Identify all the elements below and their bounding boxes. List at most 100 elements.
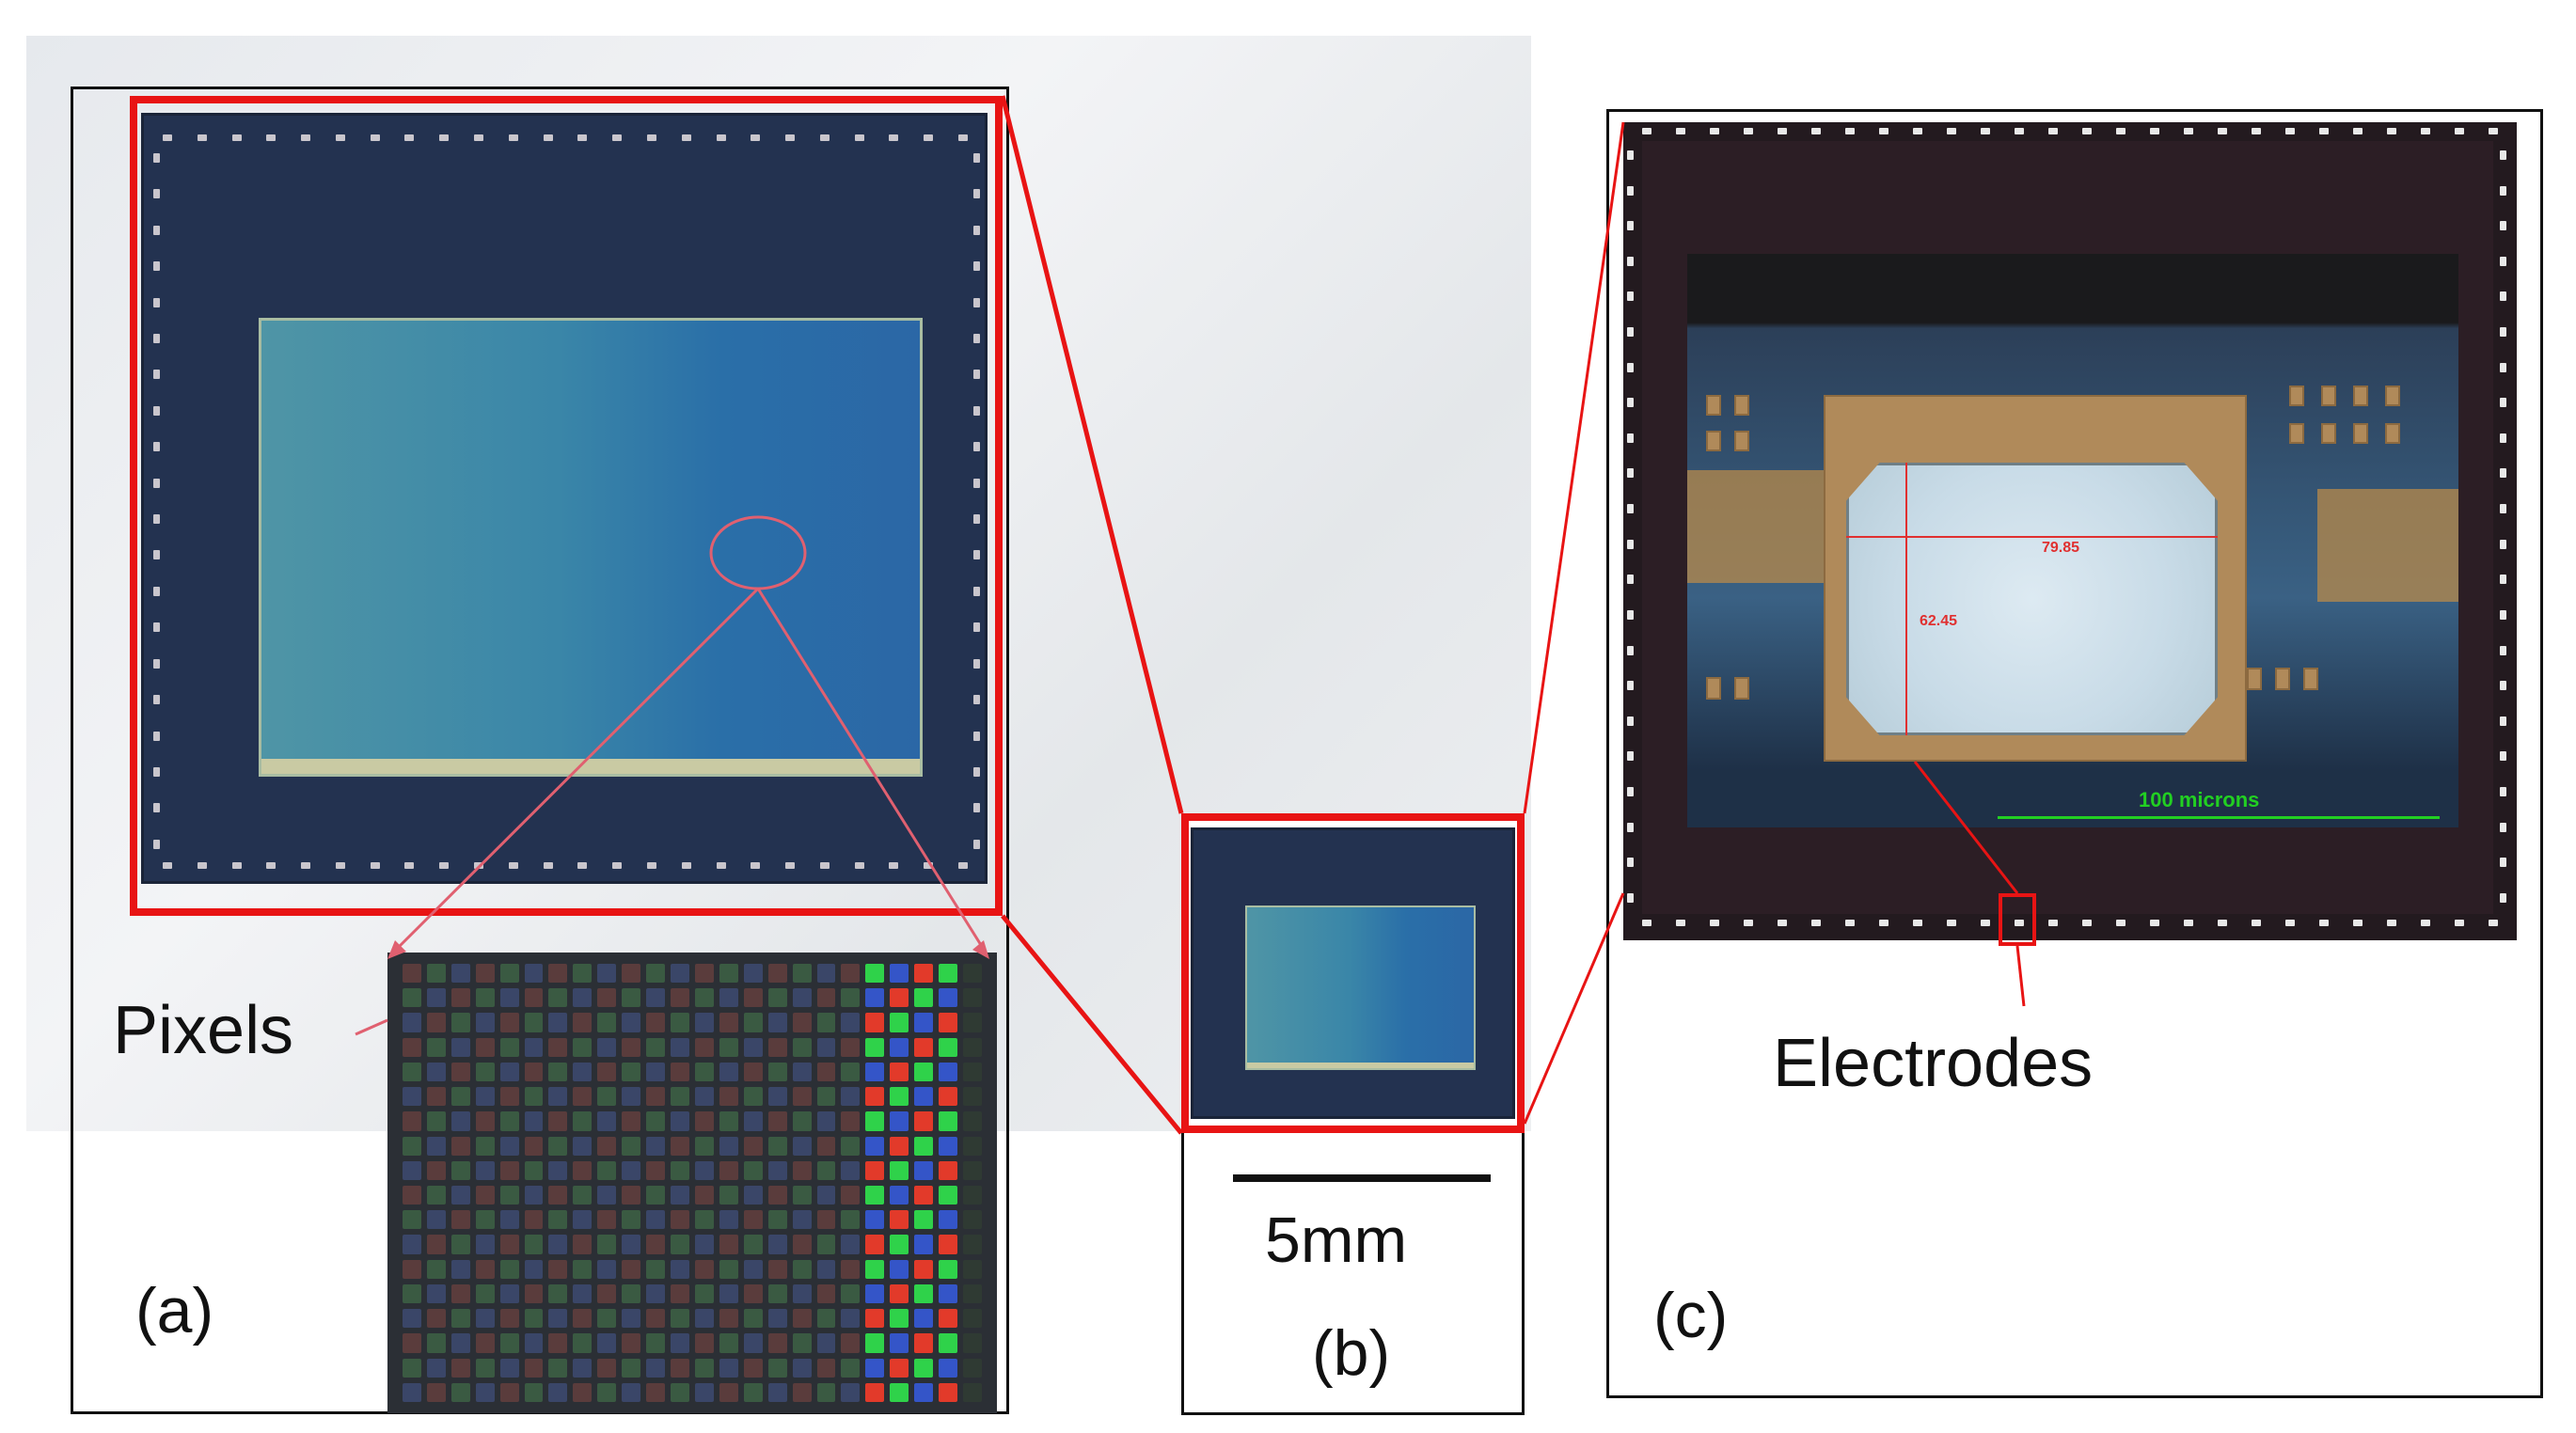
- pixel-cell: [403, 1185, 421, 1205]
- pixel-cell: [694, 1333, 714, 1353]
- pixel-cell: [646, 1185, 666, 1205]
- pixel-cell: [573, 1333, 593, 1353]
- pixel-cell: [426, 1309, 446, 1329]
- pixel-cell: [671, 1185, 689, 1205]
- pixel-cell: [671, 1136, 689, 1156]
- pixel-cell: [499, 1111, 519, 1131]
- pixel-cell: [597, 1358, 617, 1378]
- pixel-cell: [524, 1333, 544, 1353]
- pixel-cell: [597, 1309, 617, 1329]
- pixel-cell: [694, 1136, 714, 1156]
- pixel-cell: [622, 964, 641, 984]
- pixel-cell: [914, 1136, 934, 1156]
- pixel-cell: [914, 1111, 934, 1131]
- pixel-cell: [792, 964, 812, 984]
- pixel-cell: [914, 1160, 934, 1180]
- pixel-cell: [841, 1160, 861, 1180]
- pixel-cell: [573, 1235, 593, 1254]
- pixel-cell: [841, 1309, 861, 1329]
- pixel-cell: [450, 1087, 470, 1107]
- pixel-cell: [403, 1136, 421, 1156]
- pixel-cell: [792, 1259, 812, 1279]
- pixel-cell: [403, 964, 421, 984]
- pixel-cell: [816, 1037, 836, 1057]
- pixel-cell: [841, 964, 861, 984]
- pixel-cell: [865, 1235, 885, 1254]
- pixel-cell: [841, 1210, 861, 1230]
- pixel-cell: [694, 1062, 714, 1082]
- pixel-cell: [719, 1111, 738, 1131]
- sensor-package: [141, 113, 988, 884]
- pixel-cell: [767, 1111, 787, 1131]
- pixel-cell: [841, 1111, 861, 1131]
- pixel-cell: [841, 1235, 861, 1254]
- pixel-cell: [963, 1062, 982, 1082]
- pixel-cell: [719, 988, 738, 1008]
- pixel-cell: [694, 1259, 714, 1279]
- pixel-cell: [939, 1160, 958, 1180]
- pixel-cell: [890, 1013, 909, 1032]
- pixel-cell: [719, 1013, 738, 1032]
- pixel-cell: [403, 1013, 421, 1032]
- zoom-circle: [709, 515, 807, 591]
- pixel-cell: [450, 964, 470, 984]
- pixel-cell: [671, 1382, 689, 1402]
- pixel-cell: [719, 1358, 738, 1378]
- pixel-cell: [499, 1358, 519, 1378]
- measure-label-horizontal: 79.85: [2042, 540, 2080, 556]
- pixel-cell: [450, 1160, 470, 1180]
- pixel-cell: [939, 1136, 958, 1156]
- pixel-cell: [963, 1358, 982, 1378]
- pixel-cell: [890, 1309, 909, 1329]
- pixel-cell: [694, 1358, 714, 1378]
- pixel-cell: [939, 964, 958, 984]
- pixel-cell: [890, 1358, 909, 1378]
- highlight-box-b: [1181, 813, 1525, 1133]
- microns-scale-label: 100 microns: [2139, 788, 2260, 811]
- measure-label-vertical: 62.45: [1920, 613, 1958, 629]
- pixel-cell: [792, 1013, 812, 1032]
- pixel-cell: [475, 988, 495, 1008]
- pixel-cell: [426, 1087, 446, 1107]
- pixel-cell: [671, 1309, 689, 1329]
- pixel-cell: [767, 1309, 787, 1329]
- pixel-cell: [841, 1087, 861, 1107]
- pixel-cell: [597, 1185, 617, 1205]
- central-electrode-pad: 79.85 62.45: [1824, 395, 2247, 762]
- bottom-right-pads: [2247, 668, 2322, 696]
- pixel-cell: [816, 1235, 836, 1254]
- pixel-cell: [450, 1037, 470, 1057]
- pixel-cell: [671, 1358, 689, 1378]
- pixel-cell: [573, 1358, 593, 1378]
- pixel-cell: [914, 1210, 934, 1230]
- pixel-cell: [622, 1283, 641, 1304]
- pixel-cell: [450, 988, 470, 1008]
- pixel-cell: [865, 1283, 885, 1304]
- pixel-cell: [767, 964, 787, 984]
- pixel-cell: [914, 1062, 934, 1082]
- pixel-cell: [622, 1333, 641, 1353]
- pixel-cell: [646, 1259, 666, 1279]
- pixel-cell: [548, 1160, 568, 1180]
- pixel-cell: [573, 1160, 593, 1180]
- pixel-cell: [841, 1283, 861, 1304]
- pixel-cell: [841, 1333, 861, 1353]
- pixel-cell: [694, 1235, 714, 1254]
- pixel-cell: [914, 964, 934, 984]
- pixel-cell: [573, 1210, 593, 1230]
- pixel-cell: [816, 1013, 836, 1032]
- pixel-cell: [914, 1358, 934, 1378]
- pixel-cell: [573, 1283, 593, 1304]
- pixel-cell: [694, 1087, 714, 1107]
- pixel-cell: [743, 964, 763, 984]
- pixel-cell: [426, 1111, 446, 1131]
- pixel-grid-inset: [387, 953, 997, 1413]
- active-pixel-area: [259, 318, 923, 777]
- pixel-cell: [719, 964, 738, 984]
- pixel-cell: [597, 1037, 617, 1057]
- pixel-cell: [622, 1062, 641, 1082]
- pixel-cell: [548, 1333, 568, 1353]
- pixel-cell: [939, 1382, 958, 1402]
- pixel-cell: [694, 1185, 714, 1205]
- pixel-cell: [524, 988, 544, 1008]
